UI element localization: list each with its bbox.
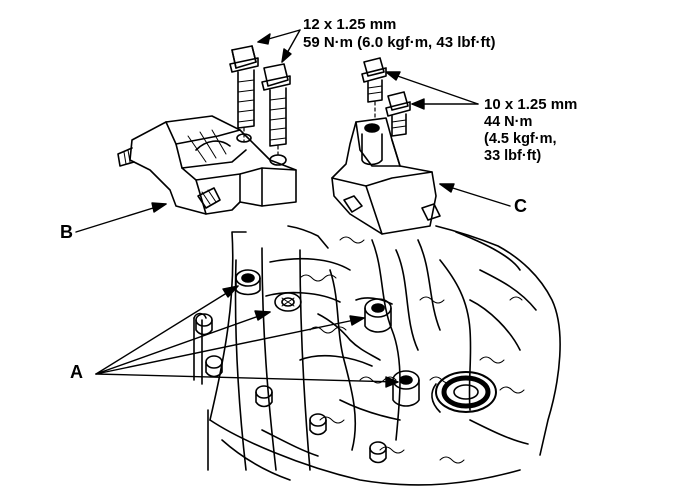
label-a: A (70, 362, 83, 382)
bolt-10mm-lower (385, 91, 411, 137)
oil-seal (431, 371, 497, 413)
right-bolt-torque-line-2: (4.5 kgf·m, (484, 131, 557, 147)
transmission-case (193, 225, 561, 486)
bolt-12mm-right (261, 63, 291, 147)
case-bolt-hole-2 (274, 292, 302, 312)
case-bolt-hole-1 (235, 269, 261, 296)
mount-bracket-b (117, 115, 297, 215)
right-bolt-torque-line-1: 44 N·m (484, 114, 533, 130)
label-b: B (60, 222, 73, 242)
right-bolt-torque-line-3: 33 lbf·ft) (484, 148, 542, 164)
label-c: C (514, 196, 527, 216)
mount-bracket-c (331, 117, 441, 235)
case-dowel-boss-1 (364, 298, 392, 333)
leader-lines (75, 29, 511, 388)
bolt-12mm-guide-lines (243, 127, 279, 157)
bolt-12mm-left (229, 45, 259, 129)
right-bolt-size-label: 10 x 1.25 mm (484, 96, 578, 113)
upper-bolt-size-label: 12 x 1.25 mm (303, 16, 397, 33)
case-perimeter-bolts (195, 313, 387, 464)
bolt-10mm-upper (361, 57, 387, 103)
upper-bolt-torque-label: 59 N·m (6.0 kgf·m, 43 lbf·ft) (303, 34, 496, 51)
case-dowel-boss-2 (392, 370, 420, 407)
